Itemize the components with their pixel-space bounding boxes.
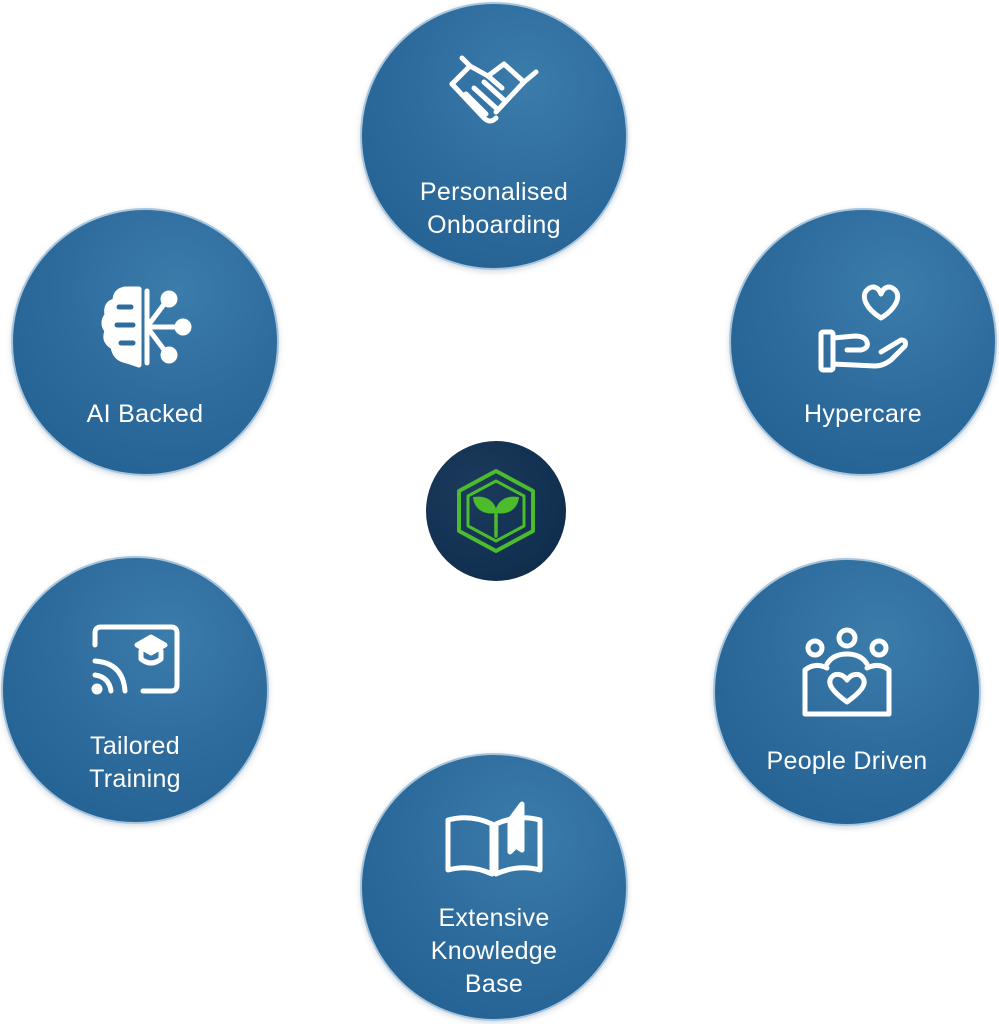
node-people-driven: People Driven xyxy=(713,558,981,826)
center-logo xyxy=(426,441,566,581)
hand-heart-icon xyxy=(813,280,913,380)
cast-training-icon xyxy=(85,609,185,709)
node-label: Extensive Knowledge Base xyxy=(430,904,558,998)
open-book-icon xyxy=(444,790,544,890)
node-label: Personalised Onboarding xyxy=(419,178,569,239)
ai-brain-icon xyxy=(95,277,195,377)
node-hypercare: Hypercare xyxy=(729,208,997,476)
node-label: AI Backed xyxy=(86,400,204,428)
handshake-icon xyxy=(444,42,544,142)
node-personalised-onboarding: Personalised Onboarding xyxy=(360,2,628,270)
node-label: Tailored Training xyxy=(89,732,181,793)
node-label: People Driven xyxy=(766,747,928,775)
node-extensive-knowledge-base: Extensive Knowledge Base xyxy=(360,753,628,1021)
sprout-cube-logo-icon xyxy=(457,469,535,553)
node-tailored-training: Tailored Training xyxy=(1,556,269,824)
node-ai-backed: AI Backed xyxy=(11,208,279,476)
node-label: Hypercare xyxy=(803,400,923,428)
people-heart-icon xyxy=(797,622,897,722)
